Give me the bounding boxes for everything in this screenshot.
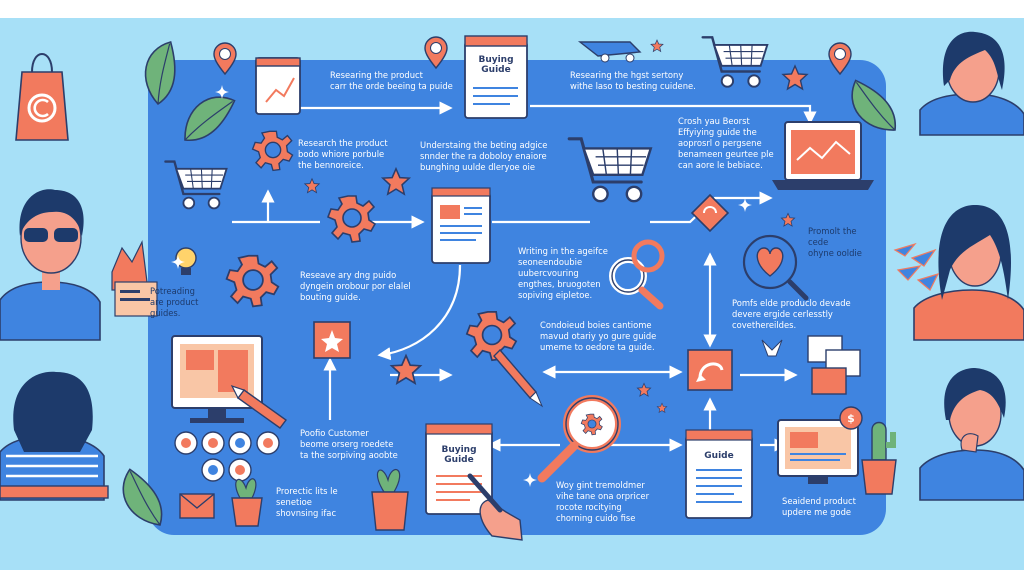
decorative-shards	[893, 242, 940, 291]
bird-icon	[761, 339, 783, 357]
chain-magnifier-icon	[609, 239, 665, 310]
person-avatar	[0, 189, 101, 341]
caption-reseave-guide: Reseave ary dng puido dyngein orobour po…	[300, 270, 411, 302]
hand-icon	[467, 473, 523, 541]
pencil-icon	[493, 348, 544, 408]
person-avatar	[913, 205, 1024, 341]
notepad-chart-icon	[255, 57, 301, 115]
laptop-icon	[772, 121, 874, 190]
magnifier-icon	[537, 395, 621, 483]
small-icon-grid	[174, 431, 280, 482]
pencil-icon	[230, 384, 287, 429]
person-avatar	[919, 31, 1024, 136]
notepad-title-right: Guide	[704, 451, 733, 461]
caption-seaidend: Seaidend product updere me gode	[782, 496, 856, 517]
caption-writing-ageifce: Writing in the ageifce seoneendoubie uub…	[518, 246, 608, 300]
main-panel	[148, 60, 886, 535]
caption-prorectic: Prorectic lits le senetioe shovnsing ifa…	[276, 486, 338, 518]
potted-plant-icon	[371, 468, 409, 531]
caption-research-bodo: Research the product bodo whiore porbule…	[298, 138, 388, 170]
notepad-icon	[431, 187, 491, 264]
shopping-bag-icon	[15, 53, 69, 141]
potted-plant-icon	[861, 421, 897, 495]
caption-researching-sertony: Researing the hgst sertony withe laso to…	[570, 70, 696, 91]
caption-crosh-beorst: Crosh yau Beorst Effyiying guide the aop…	[678, 116, 774, 170]
caption-understanding-advice: Understaing the beting adgice snnder the…	[420, 140, 548, 172]
person-avatar	[0, 371, 109, 501]
person-avatar	[919, 368, 1024, 501]
caption-potreading: Potreading are product guides.	[150, 286, 199, 318]
guide-card	[111, 239, 158, 317]
refresh-icon	[690, 193, 730, 233]
monitor-icon	[777, 419, 859, 484]
caption-condoieud: Condoieud boies cantiome mavud otariy yo…	[540, 320, 657, 352]
dollar-symbol: $	[847, 412, 855, 425]
notepad-icon	[685, 429, 753, 519]
notepad-icon	[425, 423, 493, 515]
envelope-icon	[179, 493, 215, 519]
caption-poofio-customer: Poofio Customer beome orserg roedete ta …	[300, 428, 398, 460]
truck-icon	[577, 41, 642, 63]
caption-pomfs-produclo: Pomfs elde produclo devade devere ergide…	[732, 298, 851, 330]
caption-promolt: Promolt the cede ohyne ooldie	[808, 226, 862, 258]
copyright-icon	[27, 93, 57, 123]
caption-woy-gint: Woy gint tremoldmer vihe tane ona orpric…	[556, 480, 650, 523]
notepad-icon	[464, 35, 528, 119]
dollar-badge-icon	[839, 406, 863, 430]
potted-plant-icon	[231, 478, 263, 527]
heart-magnifier-icon	[742, 234, 809, 301]
stacked-windows-icon	[807, 335, 861, 395]
star-badge-icon	[313, 321, 351, 359]
refresh-icon	[687, 349, 733, 391]
caption-research-product: Researing the product carr the orde beei…	[330, 70, 453, 91]
